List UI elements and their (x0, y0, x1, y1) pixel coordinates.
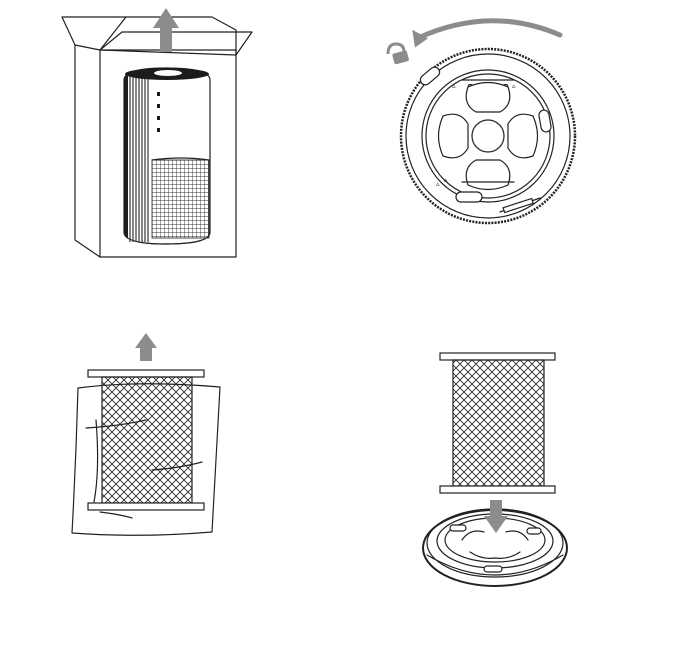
air-purifier (123, 67, 211, 245)
step-1-remove-purifier-from-box (61, 8, 253, 258)
purifier-bottom-view: ▵ ▵ ▵ ▵ (399, 47, 577, 225)
down-arrow-icon (484, 500, 508, 533)
up-arrow-icon (135, 333, 157, 361)
step-4-insert-filter-into-base (422, 352, 568, 587)
unlock-icon (386, 42, 409, 65)
box-back-flap (125, 16, 237, 56)
box-left-flap (61, 16, 127, 51)
box-right-flap (99, 31, 253, 56)
svg-text:▵: ▵ (444, 176, 448, 184)
filter-mesh (101, 376, 193, 504)
filter-bottom-cap (87, 502, 205, 511)
filter-bottom-cap (439, 485, 556, 494)
box-side (74, 44, 101, 258)
filter-mesh (452, 359, 545, 487)
step-3-remove-filter-from-bag (71, 333, 221, 536)
filter-top-cap (87, 369, 205, 378)
filter-top-cap (439, 352, 556, 361)
step-2-twist-off-bottom-cover: ▵ ▵ ▵ ▵ (386, 18, 577, 225)
up-arrow-icon (153, 8, 179, 52)
svg-text:▵: ▵ (452, 82, 456, 90)
svg-text:▵: ▵ (512, 82, 516, 90)
counterclockwise-arrow-icon (415, 18, 563, 41)
svg-text:▵: ▵ (436, 180, 440, 188)
